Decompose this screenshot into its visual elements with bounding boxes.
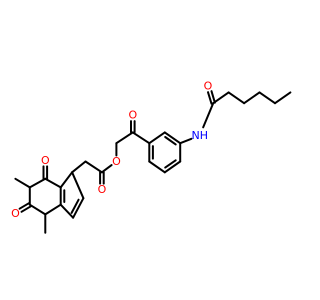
single-bond — [148, 160, 166, 174]
single-bond — [179, 137, 193, 145]
atom-label-o-purine-2: O — [11, 207, 20, 220]
double-bond — [210, 90, 216, 104]
single-bond — [274, 91, 292, 105]
single-bond — [59, 171, 74, 189]
single-bond — [212, 91, 230, 105]
single-bond — [227, 91, 246, 105]
single-bond — [84, 160, 103, 174]
double-bond-outer — [163, 131, 182, 145]
double-bond-outer — [163, 160, 182, 174]
atom-label-o-amide: O — [204, 79, 213, 92]
single-bond — [100, 164, 113, 174]
atom-label-o-ester-single: O — [112, 155, 121, 168]
single-bond — [115, 131, 134, 145]
single-bond — [243, 91, 261, 105]
double-bond-inner — [164, 136, 177, 146]
atom-label-o-ketone: O — [128, 109, 137, 122]
double-bond — [207, 91, 213, 105]
atom-label-nh-amide: NH — [192, 129, 209, 142]
atom-label-o-ester-double: O — [98, 183, 107, 196]
single-bond — [44, 203, 62, 216]
molecule-structure: O O O O NH O O — [11, 79, 292, 234]
single-bond — [59, 203, 75, 219]
single-bond — [71, 171, 85, 200]
atom-label-o-purine-6: O — [41, 154, 50, 167]
single-bond — [258, 91, 276, 105]
single-bond — [71, 160, 87, 174]
single-bond — [131, 131, 151, 145]
single-bond — [202, 102, 215, 129]
double-bond-inner — [164, 159, 177, 169]
single-bond — [28, 177, 47, 189]
double-bond-outer — [72, 197, 85, 219]
single-bond — [148, 131, 166, 145]
double-bond — [20, 205, 32, 213]
molecule-diagram: O O O O NH O O — [11, 79, 292, 234]
double-bond — [18, 202, 30, 210]
atom-labels: O O O O NH O O — [11, 79, 213, 220]
bonds — [14, 90, 292, 234]
single-bond — [28, 203, 47, 216]
single-bond — [44, 177, 62, 189]
double-bond-inner — [70, 198, 80, 214]
single-bond — [14, 177, 31, 189]
